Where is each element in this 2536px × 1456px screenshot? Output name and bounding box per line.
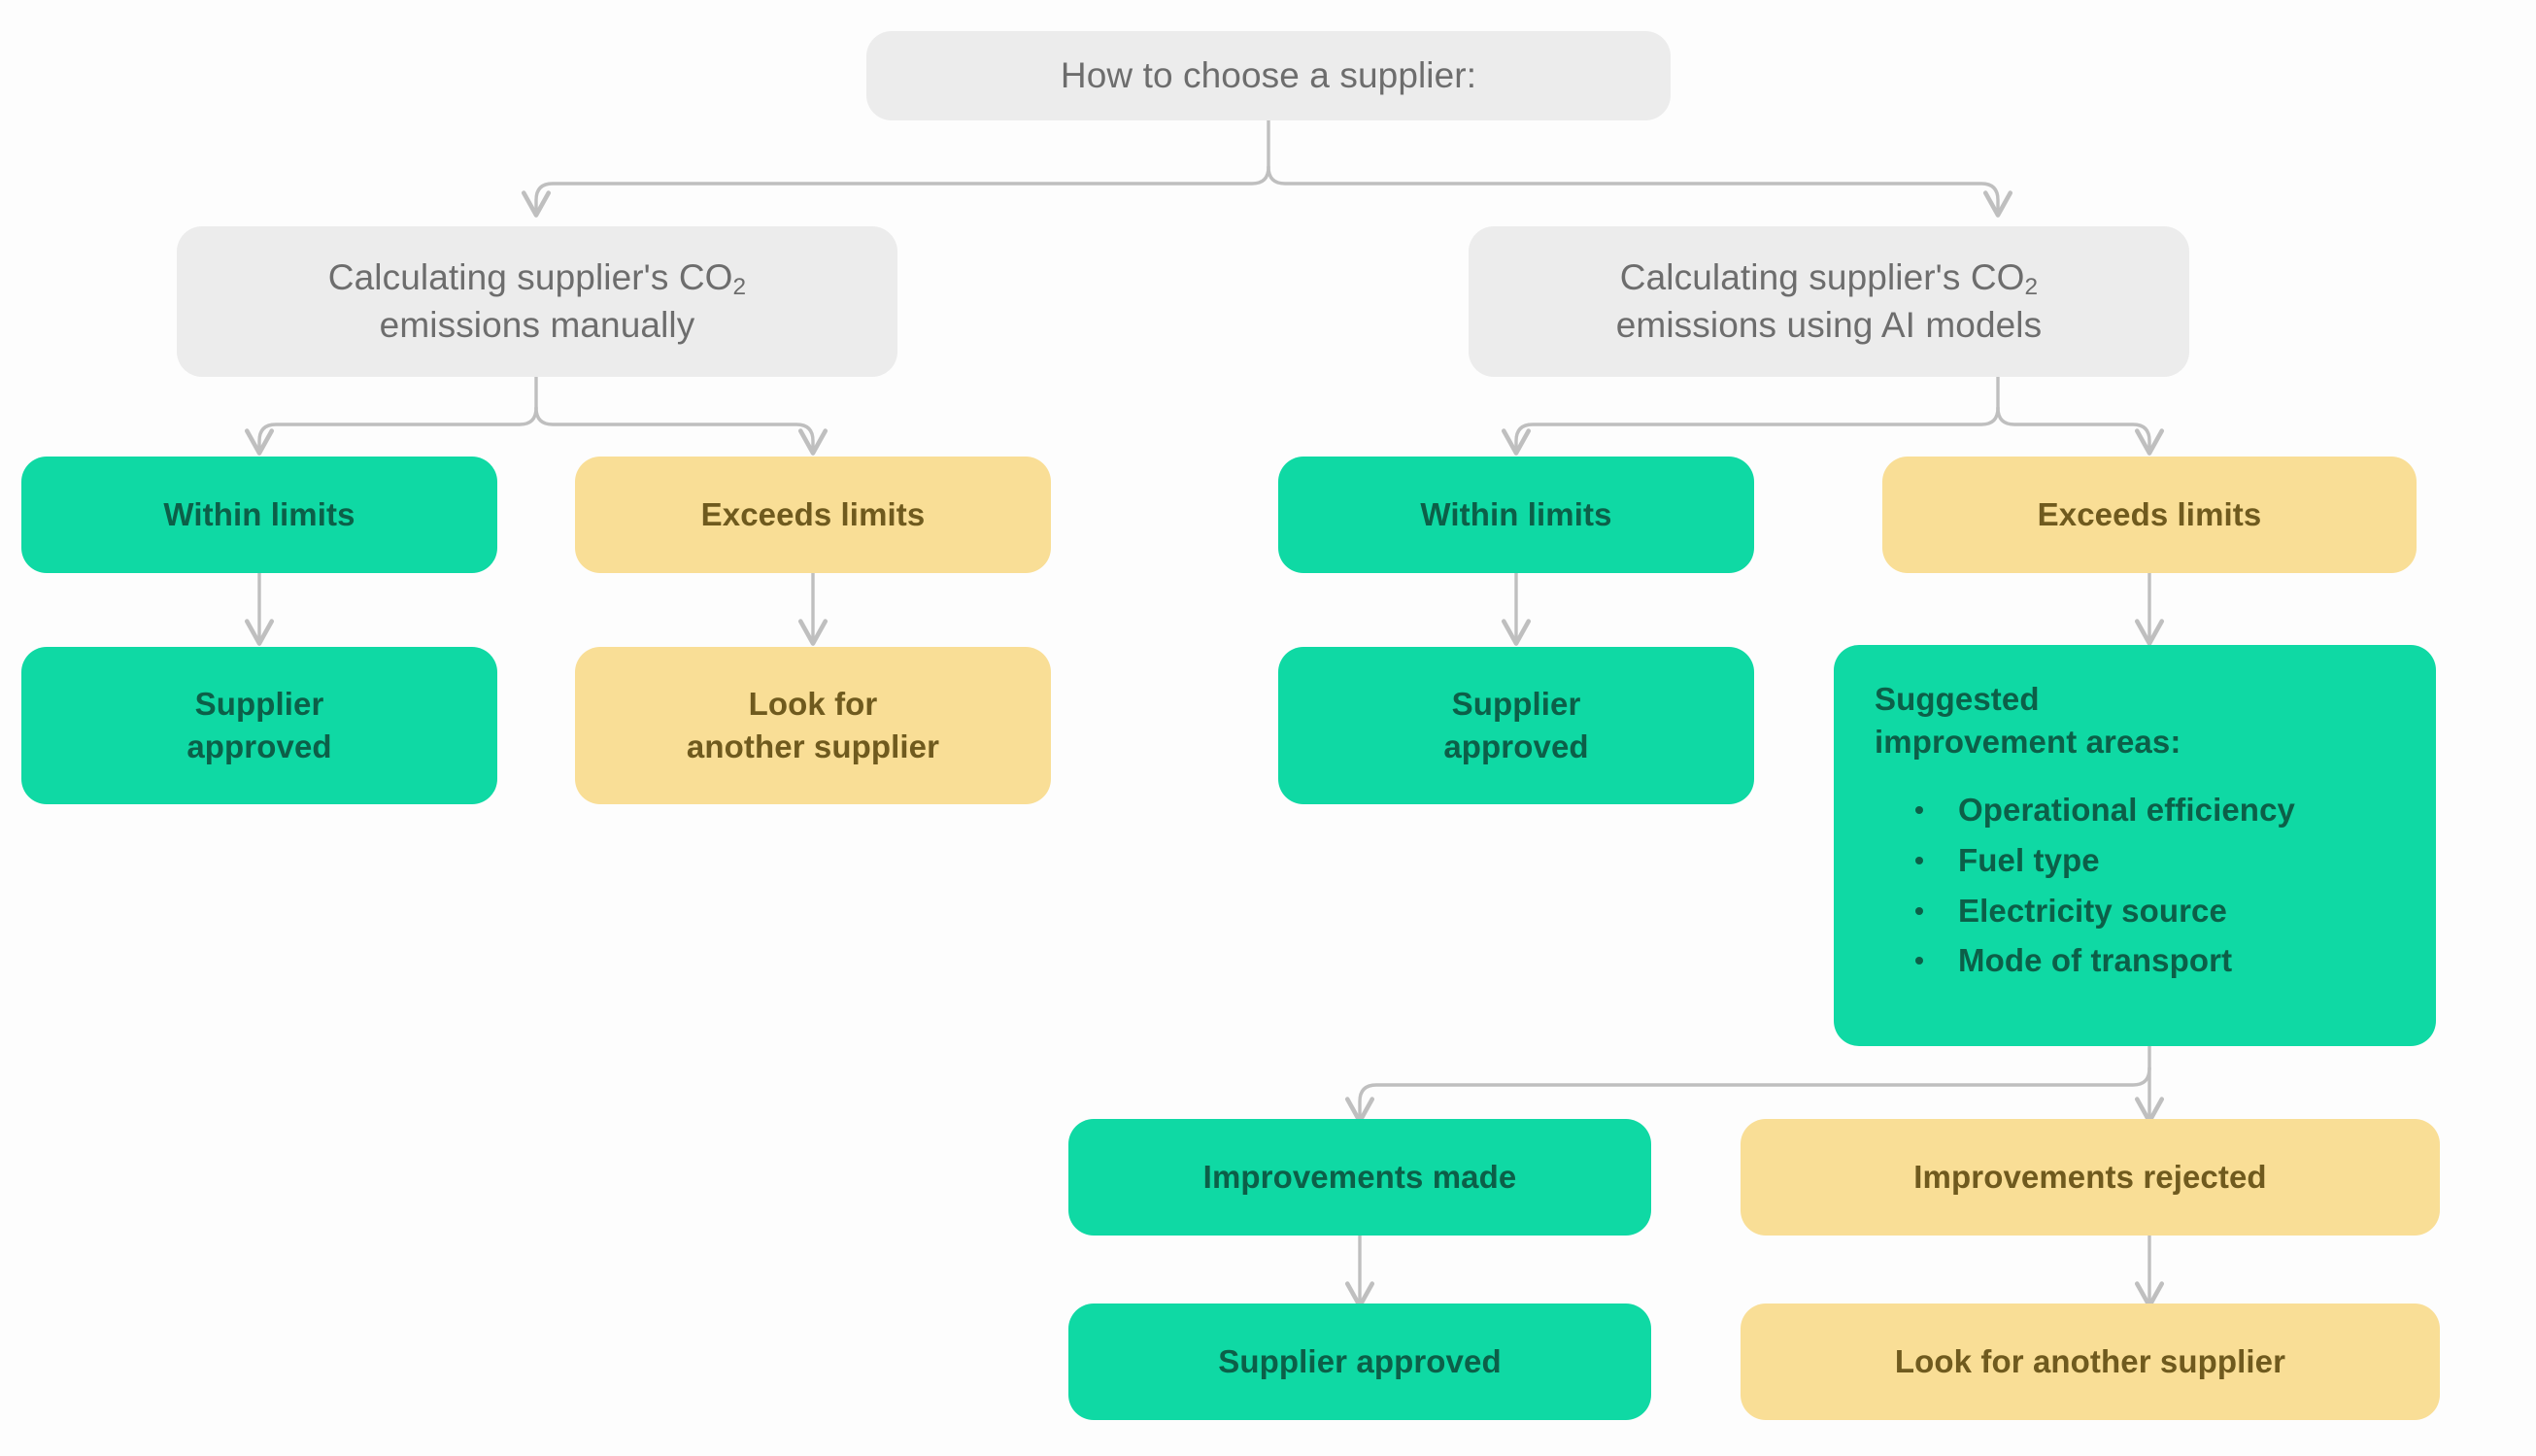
edge-ai-to-within — [1501, 406, 2000, 456]
node-manual-line2: emissions manually — [379, 304, 695, 345]
suggested-heading-line2: improvement areas: — [1875, 723, 2181, 760]
node-manual-calculation[interactable]: Calculating supplier's CO2 emissions man… — [177, 226, 897, 377]
node-root[interactable]: How to choose a supplier: — [866, 31, 1671, 120]
node-ai-approved-line2: approved — [1443, 728, 1589, 764]
node-improvements-made[interactable]: Improvements made — [1068, 1119, 1651, 1236]
node-manual-look-line2: another supplier — [686, 728, 940, 764]
suggested-heading-line1: Suggested — [1875, 681, 2040, 717]
node-improvements-made-label: Improvements made — [1202, 1159, 1517, 1196]
edge-manual-to-exceeds — [534, 406, 828, 456]
node-final-look-label: Look for another supplier — [1894, 1343, 2286, 1380]
suggested-heading: Suggested improvement areas: — [1875, 678, 2181, 763]
node-ai-line1: Calculating supplier's CO2 — [1619, 256, 2039, 301]
node-manual-line1: Calculating supplier's CO2 — [327, 256, 747, 301]
node-root-label: How to choose a supplier: — [1060, 54, 1477, 95]
edge-manual-to-within — [244, 406, 538, 456]
node-ai-calculation[interactable]: Calculating supplier's CO2 emissions usi… — [1469, 226, 2189, 377]
node-manual-within-label: Within limits — [163, 496, 355, 533]
node-final-approved-label: Supplier approved — [1218, 1343, 1502, 1380]
node-final-supplier-approved[interactable]: Supplier approved — [1068, 1304, 1651, 1420]
node-improvements-rejected-label: Improvements rejected — [1913, 1159, 2267, 1196]
list-item: Operational efficiency — [1915, 789, 2295, 831]
node-manual-approved-line2: approved — [186, 728, 332, 764]
edge-root-to-manual — [521, 165, 1270, 218]
node-ai-within-limits[interactable]: Within limits — [1278, 457, 1754, 573]
node-manual-approved-line1: Supplier — [194, 686, 324, 723]
list-item: Electricity source — [1915, 890, 2295, 932]
node-manual-supplier-approved[interactable]: Supplier approved — [21, 647, 497, 804]
node-final-look-for-another[interactable]: Look for another supplier — [1741, 1304, 2440, 1420]
node-manual-within-limits[interactable]: Within limits — [21, 457, 497, 573]
node-improvements-rejected[interactable]: Improvements rejected — [1741, 1119, 2440, 1236]
edge-root-to-ai — [1267, 165, 2013, 218]
list-item: Fuel type — [1915, 839, 2295, 882]
node-manual-exceeds-limits[interactable]: Exceeds limits — [575, 457, 1051, 573]
edge-suggested-to-made — [1344, 1067, 2151, 1124]
node-ai-line2: emissions using AI models — [1615, 304, 2043, 345]
edge-ai-to-exceeds — [1996, 406, 2165, 456]
node-ai-within-label: Within limits — [1420, 496, 1612, 533]
suggested-bullet-list: Operational efficiency Fuel type Electri… — [1875, 789, 2295, 991]
node-ai-approved-line1: Supplier — [1451, 686, 1581, 723]
node-suggested-improvement-areas[interactable]: Suggested improvement areas: Operational… — [1834, 645, 2436, 1046]
list-item: Mode of transport — [1915, 939, 2295, 982]
node-ai-supplier-approved[interactable]: Supplier approved — [1278, 647, 1754, 804]
node-manual-look-for-another[interactable]: Look for another supplier — [575, 647, 1051, 804]
node-ai-exceeds-limits[interactable]: Exceeds limits — [1882, 457, 2417, 573]
node-ai-exceeds-label: Exceeds limits — [2037, 496, 2262, 533]
node-manual-look-line1: Look for — [748, 686, 878, 723]
node-manual-exceeds-label: Exceeds limits — [700, 496, 926, 533]
